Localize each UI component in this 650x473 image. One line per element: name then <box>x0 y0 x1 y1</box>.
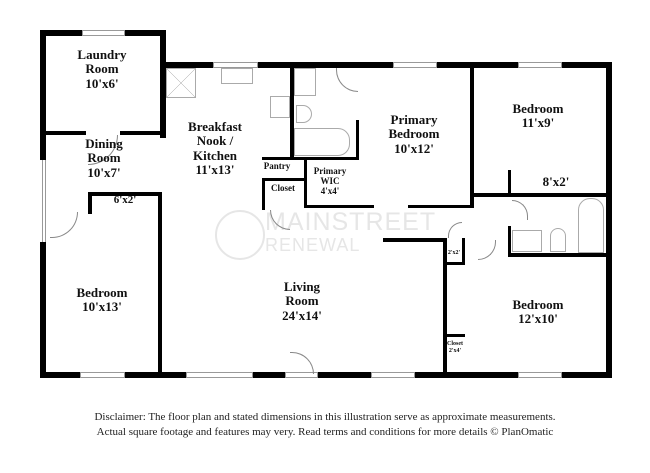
wall <box>262 178 304 181</box>
wall <box>508 253 606 257</box>
watermark-line2: RENEWAL <box>265 235 361 255</box>
wall <box>262 157 358 160</box>
window <box>80 372 125 378</box>
watermark-line1: MAINSTREET <box>265 208 437 236</box>
room-label-linen: 2'x2' <box>447 250 461 256</box>
wall <box>160 62 612 68</box>
wall <box>290 68 294 160</box>
door-swing <box>336 68 358 92</box>
window <box>393 62 437 68</box>
bathtub <box>294 128 350 156</box>
room-label-pantry: Pantry <box>263 161 291 171</box>
window <box>371 372 415 378</box>
wall <box>508 226 511 256</box>
door-swing <box>290 352 314 374</box>
wall <box>443 334 465 337</box>
bathroom-sink <box>294 68 316 96</box>
wall <box>40 242 46 378</box>
disclaimer-line1: Disclaimer: The floor plan and stated di… <box>94 411 556 423</box>
watermark-logo-icon <box>215 210 265 260</box>
door-swing <box>50 212 78 238</box>
window <box>82 30 125 36</box>
bathroom-sink <box>512 230 542 252</box>
wall <box>40 30 46 160</box>
wall <box>40 372 612 378</box>
bathtub <box>578 198 604 253</box>
wall <box>606 62 612 378</box>
door-swing <box>512 200 528 220</box>
wall <box>160 30 166 138</box>
wall <box>46 131 86 135</box>
room-label-closet-w: 6'x2' <box>113 194 137 206</box>
wall <box>470 68 474 208</box>
door-swing <box>478 240 496 260</box>
wall <box>88 192 92 214</box>
window <box>518 62 562 68</box>
door-swing <box>448 222 462 238</box>
wall <box>462 238 465 265</box>
toilet <box>550 228 566 252</box>
wall <box>408 205 474 208</box>
stove <box>270 96 290 118</box>
wall <box>470 193 606 197</box>
wall <box>304 205 374 208</box>
wall <box>443 262 465 265</box>
sliding-door <box>42 160 46 242</box>
wall <box>443 238 447 372</box>
room-label-closet: Closet <box>271 183 295 193</box>
wall <box>262 178 265 210</box>
disclaimer: Disclaimer: The floor plan and stated di… <box>0 410 650 440</box>
wall <box>120 131 162 135</box>
wall <box>304 160 307 208</box>
kitchen-sink <box>221 68 253 84</box>
wall <box>508 170 511 195</box>
window <box>518 372 562 378</box>
disclaimer-line2: Actual square footage and features may v… <box>96 426 554 438</box>
wall <box>158 192 162 372</box>
room-label-closet-ne: 8'x2' <box>542 174 570 189</box>
wall <box>383 238 445 242</box>
wall <box>356 120 359 160</box>
wall <box>88 192 162 196</box>
window <box>213 62 258 68</box>
window <box>186 372 253 378</box>
water-heater <box>166 68 196 98</box>
toilet <box>296 105 312 123</box>
